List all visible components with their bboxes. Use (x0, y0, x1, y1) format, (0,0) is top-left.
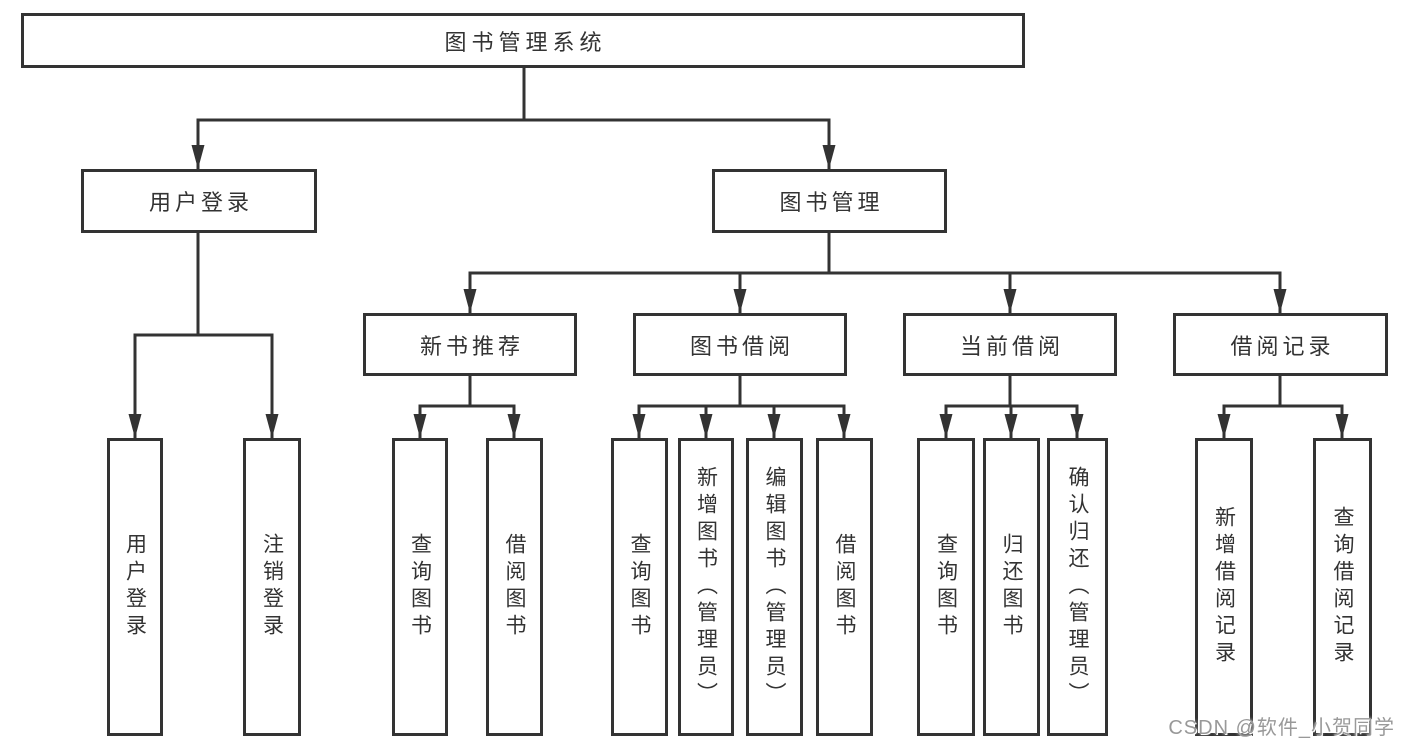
node-book-borrow: 图书借阅 (633, 313, 847, 376)
leaf-borrow-books: 借阅图书 (816, 438, 873, 736)
leaf-confirm-return-admin: 确认归还（管理员） (1047, 438, 1108, 736)
leaf-logout: 注销登录 (243, 438, 301, 736)
connector-user-login-children (128, 231, 279, 440)
connector-root-to-level2 (191, 66, 836, 171)
csdn-watermark: CSDN @软件_小贺同学 (1168, 717, 1395, 739)
leaf-borrow-books-recommend: 借阅图书 (486, 438, 543, 736)
leaf-query-books-borrow: 查询图书 (611, 438, 668, 736)
leaf-query-books-recommend: 查询图书 (392, 438, 448, 736)
leaf-add-books-admin: 新增图书（管理员） (678, 438, 734, 736)
leaf-user-login: 用户登录 (107, 438, 163, 736)
leaf-return-books: 归还图书 (983, 438, 1040, 736)
node-borrow-records: 借阅记录 (1173, 313, 1388, 376)
node-current-borrow: 当前借阅 (903, 313, 1117, 376)
node-user-login: 用户登录 (81, 169, 317, 233)
connector-borrow-records-children (1217, 374, 1349, 440)
node-new-book-recommend: 新书推荐 (363, 313, 577, 376)
leaf-query-borrow-record: 查询借阅记录 (1313, 438, 1372, 736)
leaf-edit-books-admin: 编辑图书（管理员） (746, 438, 803, 736)
connector-book-management-children (463, 231, 1287, 315)
connector-new-book-recommend-children (413, 374, 521, 440)
leaf-add-borrow-record: 新增借阅记录 (1195, 438, 1253, 736)
connector-book-borrow-children (632, 374, 851, 440)
connector-current-borrow-children (939, 374, 1084, 440)
leaf-query-books-current: 查询图书 (917, 438, 975, 736)
node-root: 图书管理系统 (21, 13, 1025, 68)
node-book-management: 图书管理 (712, 169, 947, 233)
